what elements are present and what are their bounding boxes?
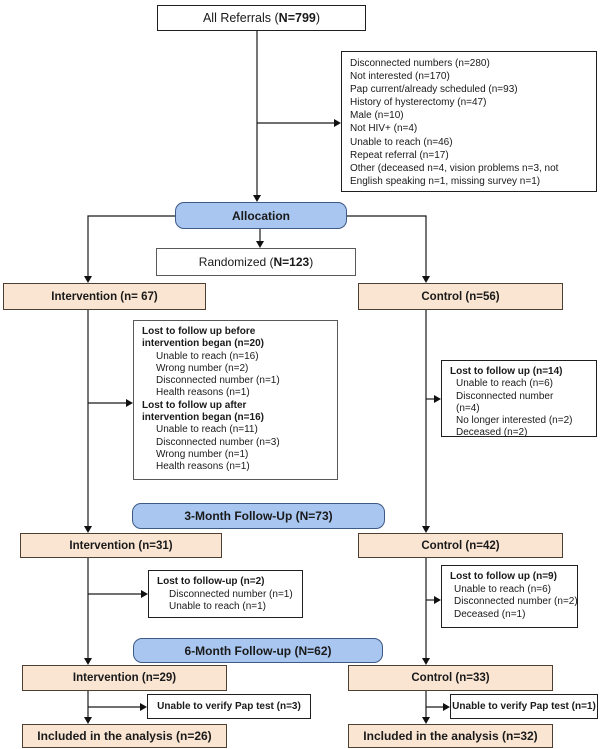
text-line: Unable to reach (n=6) <box>456 378 554 390</box>
text-line: (n=4) <box>456 402 480 414</box>
allocation-stage-box: Allocation <box>175 202 347 229</box>
control-33-box: Control (n=33) <box>348 665 553 691</box>
text-line: Pap current/already scheduled (n=93) <box>350 84 518 96</box>
text-line: Unable to reach (n=6) <box>454 583 552 595</box>
control-42-box: Control (n=42) <box>358 533 563 558</box>
followup-3m-label: 3-Month Follow-Up (N=73) <box>184 509 333 523</box>
lost-control-9-box: Lost to follow up (n=9)Unable to reach (… <box>441 565 578 628</box>
text-line: Lost to follow-up (n=2) <box>157 576 265 587</box>
text-line: intervention began (n=20) <box>142 338 264 350</box>
exclusions-box: Disconnected numbers (n=280) Not interest… <box>341 51 597 192</box>
lost-intervention-2-box: Lost to follow-up (n=2)Disconnected numb… <box>148 570 303 618</box>
intervention-29-label: Intervention (n=29) <box>72 672 177 684</box>
text-line: Disconnected number (n=1) <box>169 588 293 600</box>
control-56-box: Control (n=56) <box>358 283 563 310</box>
unable-pap-1-box: Unable to verify Pap test (n=1) <box>450 694 598 719</box>
text-line: Not interested (n=170) <box>350 71 450 83</box>
text-line: Unable to reach (n=11) <box>156 424 258 436</box>
text-line: No longer interested (n=2) <box>456 415 573 427</box>
text-line: Deceased (n=1) <box>454 608 526 620</box>
all-referrals-label: All Referrals ( <box>202 11 279 25</box>
included-32-box: Included in the analysis (n=32) <box>348 724 553 748</box>
intervention-31-label: Intervention (n=31) <box>69 539 173 552</box>
text-line: Lost to follow up after <box>142 399 247 411</box>
text-line: Repeat referral (n=17) <box>350 149 449 161</box>
text-line: Disconnected number <box>456 390 554 402</box>
text-line: English speaking n=1, missing survey n=1… <box>350 175 541 187</box>
text-line: Disconnected number (n=3) <box>156 436 280 448</box>
unable-pap-1-label: Unable to verify Pap test (n=1) <box>452 701 596 712</box>
included-26-label: Included in the analysis (n=26) <box>37 729 212 743</box>
text-line: Lost to follow up (n=9) <box>450 571 557 582</box>
allocation-label: Allocation <box>231 208 290 223</box>
lost-control-14-box: Lost to follow up (n=14)Unable to reach … <box>441 360 597 439</box>
text-line: Health reasons (n=1) <box>156 461 250 473</box>
intervention-31-box: Intervention (n=31) <box>20 533 222 558</box>
followup-3m-stage-box: 3-Month Follow-Up (N=73) <box>132 503 385 529</box>
text-line: Unable to reach (n=46) <box>350 136 453 148</box>
randomized-label: Randomized ( <box>198 255 274 269</box>
text-line: Disconnected number (n=2) <box>454 596 578 608</box>
text-line: Wrong number (n=1) <box>156 448 249 460</box>
text-line: Unable to reach (n=1) <box>169 601 267 613</box>
all-referrals-n: N=799 <box>278 11 316 25</box>
control-56-label: Control (n=56) <box>421 290 500 303</box>
intervention-67-box: Intervention (n= 67) <box>3 283 206 310</box>
text-line: Lost to follow up (n=14) <box>450 366 563 377</box>
text-line: Deceased (n=2) <box>456 427 528 439</box>
control-42-label: Control (n=42) <box>421 539 500 552</box>
followup-6m-stage-box: 6-Month Follow-up (N=62) <box>133 638 383 663</box>
text-line: Lost to follow up before <box>142 326 256 337</box>
text-line: Unable to reach (n=16) <box>156 350 259 362</box>
text-line: Health reasons (n=1) <box>156 387 250 399</box>
randomized-n: N=123 <box>273 255 310 269</box>
intervention-29-box: Intervention (n=29) <box>22 665 227 691</box>
included-32-label: Included in the analysis (n=32) <box>363 729 538 743</box>
included-26-box: Included in the analysis (n=26) <box>22 724 227 748</box>
text-line: Disconnected number (n=1) <box>156 375 280 387</box>
intervention-67-label: Intervention (n= 67) <box>51 290 158 303</box>
text-line: Disconnected numbers (n=280) <box>350 58 490 69</box>
text-line: Not HIV+ (n=4) <box>350 123 418 135</box>
followup-6m-label: 6-Month Follow-up (N=62) <box>184 643 332 658</box>
unable-pap-3-box: Unable to verify Pap test (n=3) <box>147 694 311 719</box>
text-line: Wrong number (n=2) <box>156 362 249 374</box>
text-line: Male (n=10) <box>350 110 404 122</box>
text-line: History of hysterectomy (n=47) <box>350 97 487 109</box>
text-line: intervention began (n=16) <box>142 412 264 424</box>
randomized-box: Randomized (N=123) <box>156 248 356 276</box>
all-referrals-box: All Referrals (N=799) <box>157 5 366 31</box>
control-33-label: Control (n=33) <box>411 672 490 684</box>
text-line: Other (deceased n=4, vision problems n=3… <box>350 162 559 174</box>
unable-pap-3-label: Unable to verify Pap test (n=3) <box>157 701 301 712</box>
